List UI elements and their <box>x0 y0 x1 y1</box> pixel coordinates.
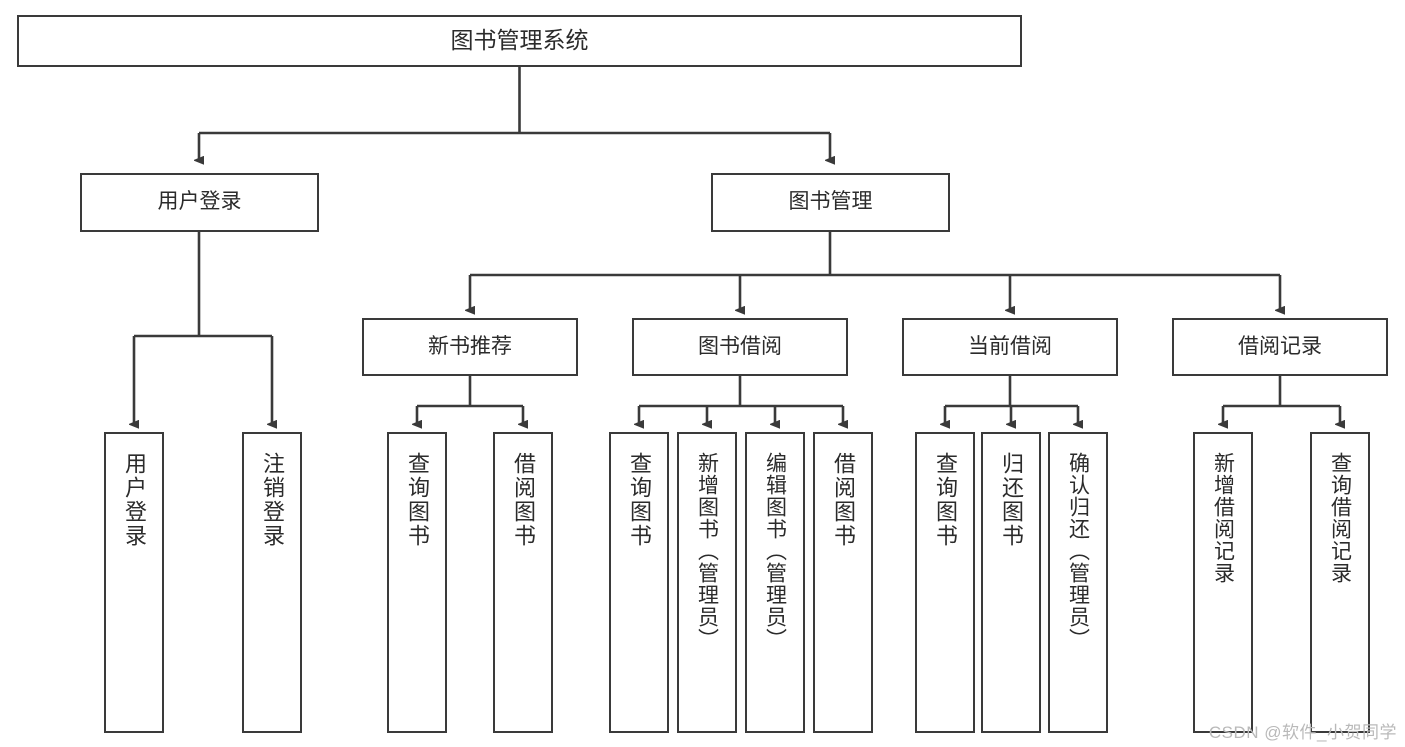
node-borrow-record-label: 借阅记录 <box>1238 334 1322 358</box>
leaf-book-borrow-add-label: 新增图书（管理员） <box>695 452 719 650</box>
leaf-user-login-login[interactable]: 用户登录 <box>104 432 164 733</box>
csdn-watermark: CSDN @软件_小贺同学 <box>1208 723 1397 742</box>
leaf-book-borrow-query-label: 查询图书 <box>627 452 652 548</box>
leaf-borrow-record-add-label: 新增借阅记录 <box>1211 452 1235 584</box>
leaf-current-borrow-return-label: 归还图书 <box>999 452 1024 548</box>
leaf-user-login-logout-label: 注销登录 <box>260 452 285 548</box>
node-current-borrow-label: 当前借阅 <box>968 334 1052 358</box>
leaf-borrow-record-query-label: 查询借阅记录 <box>1328 452 1352 584</box>
node-user-login[interactable]: 用户登录 <box>80 173 319 232</box>
leaf-user-login-logout[interactable]: 注销登录 <box>242 432 302 733</box>
node-book-borrow-label: 图书借阅 <box>698 334 782 358</box>
leaf-new-book-query-label: 查询图书 <box>405 452 430 548</box>
node-new-book-recommend-label: 新书推荐 <box>428 334 512 358</box>
leaf-book-borrow-borrow[interactable]: 借阅图书 <box>813 432 873 733</box>
node-book-management[interactable]: 图书管理 <box>711 173 950 232</box>
node-root-system[interactable]: 图书管理系统 <box>17 15 1022 67</box>
node-book-management-label: 图书管理 <box>788 190 873 214</box>
leaf-new-book-query[interactable]: 查询图书 <box>387 432 447 733</box>
leaf-book-borrow-edit-label: 编辑图书（管理员） <box>763 452 787 650</box>
leaf-user-login-login-label: 用户登录 <box>122 452 147 548</box>
node-borrow-record[interactable]: 借阅记录 <box>1172 318 1388 376</box>
node-new-book-recommend[interactable]: 新书推荐 <box>362 318 578 376</box>
leaf-book-borrow-edit[interactable]: 编辑图书（管理员） <box>745 432 805 733</box>
leaf-book-borrow-query[interactable]: 查询图书 <box>609 432 669 733</box>
node-current-borrow[interactable]: 当前借阅 <box>902 318 1118 376</box>
leaf-current-borrow-confirm-label: 确认归还（管理员） <box>1066 452 1090 650</box>
leaf-borrow-record-query[interactable]: 查询借阅记录 <box>1310 432 1370 733</box>
node-book-borrow[interactable]: 图书借阅 <box>632 318 848 376</box>
leaf-new-book-borrow-label: 借阅图书 <box>511 452 536 548</box>
leaf-borrow-record-add[interactable]: 新增借阅记录 <box>1193 432 1253 733</box>
leaf-current-borrow-confirm[interactable]: 确认归还（管理员） <box>1048 432 1108 733</box>
node-root-system-label: 图书管理系统 <box>450 27 589 54</box>
leaf-current-borrow-query[interactable]: 查询图书 <box>915 432 975 733</box>
leaf-new-book-borrow[interactable]: 借阅图书 <box>493 432 553 733</box>
leaf-current-borrow-return[interactable]: 归还图书 <box>981 432 1041 733</box>
node-user-login-label: 用户登录 <box>157 190 242 214</box>
leaf-current-borrow-query-label: 查询图书 <box>933 452 958 548</box>
leaf-book-borrow-borrow-label: 借阅图书 <box>831 452 856 548</box>
leaf-book-borrow-add[interactable]: 新增图书（管理员） <box>677 432 737 733</box>
